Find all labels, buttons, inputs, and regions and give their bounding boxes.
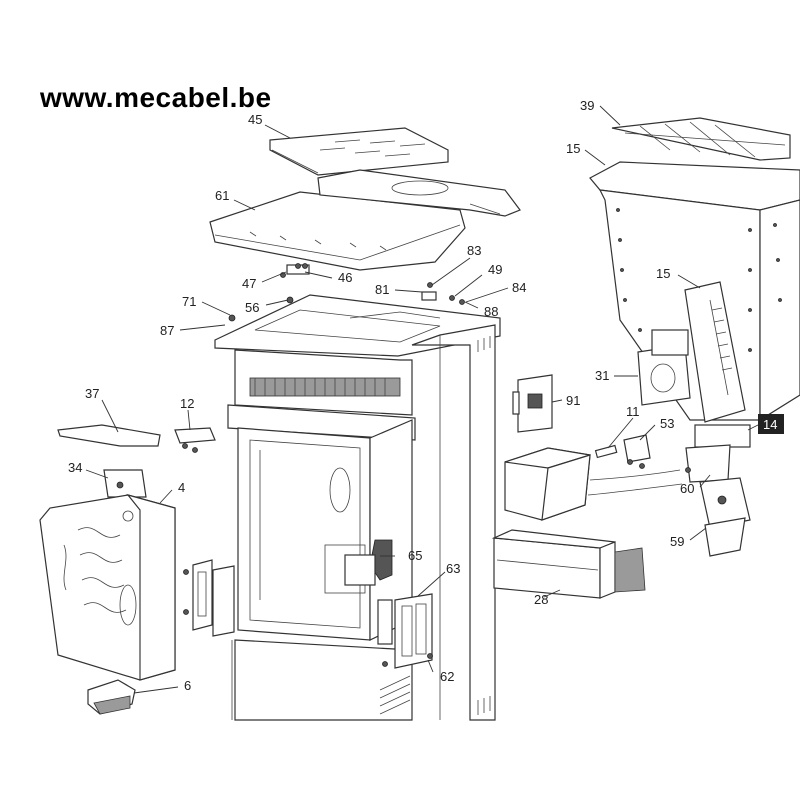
callout-63: 63 <box>446 561 460 576</box>
part-door-plates <box>183 559 235 637</box>
part-auger-tube <box>684 281 751 483</box>
part-control-panel <box>512 374 553 433</box>
callout-45: 45 <box>248 112 262 127</box>
part-burn-pot <box>87 679 136 715</box>
callout-47: 47 <box>242 276 256 291</box>
watermark-text: www.mecabel.be <box>40 82 272 113</box>
callout-91: 91 <box>566 393 580 408</box>
part-hopper-grid <box>611 117 791 161</box>
callout-31: 31 <box>595 368 609 383</box>
callout-59: 59 <box>670 534 684 549</box>
part-flue-box <box>504 447 683 521</box>
callout-4: 4 <box>178 480 185 495</box>
part-plate-34 <box>103 469 147 498</box>
callout-81: 81 <box>375 282 389 297</box>
callout-15-hopper: 15 <box>566 141 580 156</box>
part-pin <box>594 444 618 459</box>
callout-49: 49 <box>488 262 502 277</box>
callout-39: 39 <box>580 98 594 113</box>
callout-84: 84 <box>512 280 526 295</box>
part-top-cover <box>209 169 521 271</box>
callout-34: 34 <box>68 460 82 475</box>
callout-14-box <box>758 414 784 434</box>
part-side-panels <box>377 593 433 669</box>
callout-labels: 45 61 47 46 71 56 87 83 49 81 84 88 39 1… <box>68 98 784 693</box>
part-igniter <box>344 539 393 586</box>
callout-28: 28 <box>534 592 548 607</box>
callout-12: 12 <box>180 396 194 411</box>
callout-65: 65 <box>408 548 422 563</box>
callout-87: 87 <box>160 323 174 338</box>
part-flange-plate <box>637 329 691 406</box>
callout-62: 62 <box>440 669 454 684</box>
part-top-lid <box>269 127 449 176</box>
callout-83: 83 <box>467 243 481 258</box>
part-plate-37 <box>57 424 161 447</box>
part-fixings-top <box>228 263 465 322</box>
part-bracket-53 <box>623 434 651 469</box>
callout-56: 56 <box>245 300 259 315</box>
part-body-frame <box>227 324 496 721</box>
part-auger-motor <box>685 467 751 557</box>
callout-37: 37 <box>85 386 99 401</box>
part-bracket-12 <box>174 427 216 453</box>
part-firebox-liner <box>39 493 176 681</box>
leader-lines <box>85 105 761 694</box>
callout-60: 60 <box>680 481 694 496</box>
callout-11: 11 <box>626 404 640 419</box>
callout-88: 88 <box>484 304 498 319</box>
callout-15-auger: 15 <box>656 266 670 281</box>
callout-14: 14 <box>763 417 777 432</box>
callout-53: 53 <box>660 416 674 431</box>
callout-71: 71 <box>182 294 196 309</box>
callout-61: 61 <box>215 188 229 203</box>
part-blower <box>491 529 646 599</box>
callout-46: 46 <box>338 270 352 285</box>
callout-6: 6 <box>184 678 191 693</box>
